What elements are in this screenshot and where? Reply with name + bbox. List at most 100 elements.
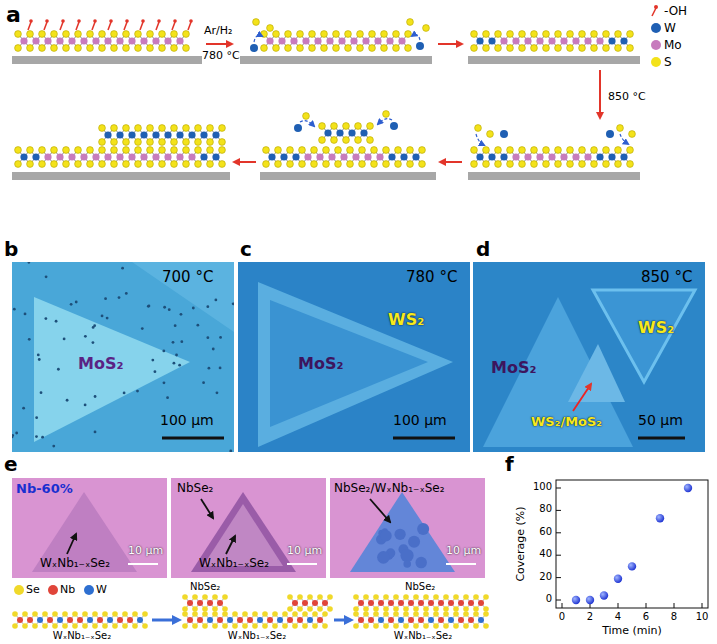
sulfur-atom <box>519 45 526 52</box>
sulfur-atom <box>471 161 478 168</box>
sulfur-atom <box>419 161 426 168</box>
selenium-atom <box>62 611 68 617</box>
metal-atom <box>267 617 273 623</box>
sulfur-atom <box>207 147 214 154</box>
diffusion-arrow <box>620 134 628 144</box>
sulfur-atom <box>343 137 350 144</box>
nucleation-dot <box>196 324 199 327</box>
sulfur-atom <box>591 161 598 168</box>
selenium-atom <box>433 611 439 617</box>
selenium-atom <box>433 623 439 629</box>
metal-atom <box>92 37 99 44</box>
selenium-atom <box>32 623 38 629</box>
hydroxyl-group <box>108 22 111 30</box>
sulfur-atom <box>335 161 342 168</box>
metal-atom <box>152 153 159 160</box>
sulfur-atom <box>495 31 502 38</box>
metal-atom <box>388 617 394 623</box>
selenium-atom <box>393 594 399 600</box>
selenium-atom <box>463 611 469 617</box>
metal-atom <box>312 600 318 606</box>
sulfur-atom <box>395 161 402 168</box>
temperature-label: 850 °C <box>608 90 646 103</box>
monolayer <box>12 611 148 629</box>
nucleation-dot <box>44 317 47 320</box>
phase-label: WₓNb₁₋ₓSe₂ <box>40 556 110 570</box>
selenium-atom <box>373 606 379 612</box>
sulfur-atom <box>111 45 118 52</box>
sulfur-atom <box>357 31 364 38</box>
temperature-label: 850 °C <box>641 268 692 286</box>
metal-atom <box>278 37 285 44</box>
sulfur-atom <box>87 31 94 38</box>
temperature-label: 780 °C <box>406 268 457 286</box>
selenium-atom <box>373 611 379 617</box>
scale-bar <box>393 437 455 440</box>
selenium-atom <box>92 623 98 629</box>
hydroxyl-group <box>140 22 143 30</box>
selenium-atom <box>212 623 218 629</box>
leader-arrow <box>201 499 213 518</box>
sulfur-atom <box>357 45 364 52</box>
scale-bar <box>638 437 685 440</box>
selenium-atom <box>327 594 333 600</box>
sulfur-atom <box>371 161 378 168</box>
process-arrow <box>234 161 256 163</box>
sulfur-atom <box>171 45 178 52</box>
legend-swatch <box>651 57 661 67</box>
metal-atom <box>104 131 111 138</box>
sulfur-atom <box>555 31 562 38</box>
selenium-atom <box>393 611 399 617</box>
nucleation-dot <box>92 326 95 329</box>
hydroxyl-group <box>28 22 31 30</box>
metal-atom <box>408 617 414 623</box>
sulfur-atom <box>15 45 22 52</box>
metal-atom <box>77 617 83 623</box>
legend-swatch <box>14 585 24 595</box>
legend-text: S <box>664 55 672 69</box>
selenium-atom <box>182 594 188 600</box>
sulfur-atom <box>347 161 354 168</box>
sulfur-atom <box>495 161 502 168</box>
metal-atom <box>302 600 308 606</box>
selenium-atom <box>132 623 138 629</box>
metal-atom <box>376 153 383 160</box>
selenium-atom <box>463 594 469 600</box>
sulfur-atom <box>299 147 306 154</box>
phase-label: NbSe₂ <box>177 481 213 495</box>
sulfur-atom <box>123 139 130 146</box>
selenium-atom <box>453 611 459 617</box>
phase-label: Nb-60% <box>16 481 73 497</box>
sulfur-atom <box>567 161 574 168</box>
metal-atom <box>476 37 483 44</box>
metal-atom <box>128 153 135 160</box>
tick-label: 20 <box>539 571 552 583</box>
monolayer <box>319 123 374 144</box>
metal-atom <box>44 153 51 160</box>
layer-label: WₓNb₁₋ₓSe₂ <box>394 630 452 642</box>
sulfur-atom <box>263 161 270 168</box>
selenium-atom <box>483 623 489 629</box>
phase-label: NbSe₂/WₓNb₁₋ₓSe₂ <box>334 481 445 495</box>
panel-letter: d <box>476 237 490 261</box>
data-point <box>614 575 622 583</box>
monolayer <box>471 147 634 168</box>
sulfur-atom <box>603 31 610 38</box>
sulfur-atom <box>171 147 178 154</box>
metal-atom <box>400 153 407 160</box>
legend-sample <box>652 8 656 16</box>
leader-arrow <box>370 499 390 522</box>
selenium-atom <box>423 623 429 629</box>
crystal-flake <box>32 492 137 572</box>
tick-label: 6 <box>643 611 649 623</box>
nucleation-dot <box>101 314 104 317</box>
sulfur-atom <box>111 139 118 146</box>
data-point <box>656 514 664 522</box>
metal-atom <box>428 617 434 623</box>
metal-atom <box>164 153 171 160</box>
micrograph-panel: NbSe₂/WₓNb₁₋ₓSe₂10 μm <box>330 478 485 578</box>
metal-atom <box>217 600 223 606</box>
sulfur-atom <box>423 25 430 32</box>
metal-atom <box>596 153 603 160</box>
selenium-atom <box>102 623 108 629</box>
